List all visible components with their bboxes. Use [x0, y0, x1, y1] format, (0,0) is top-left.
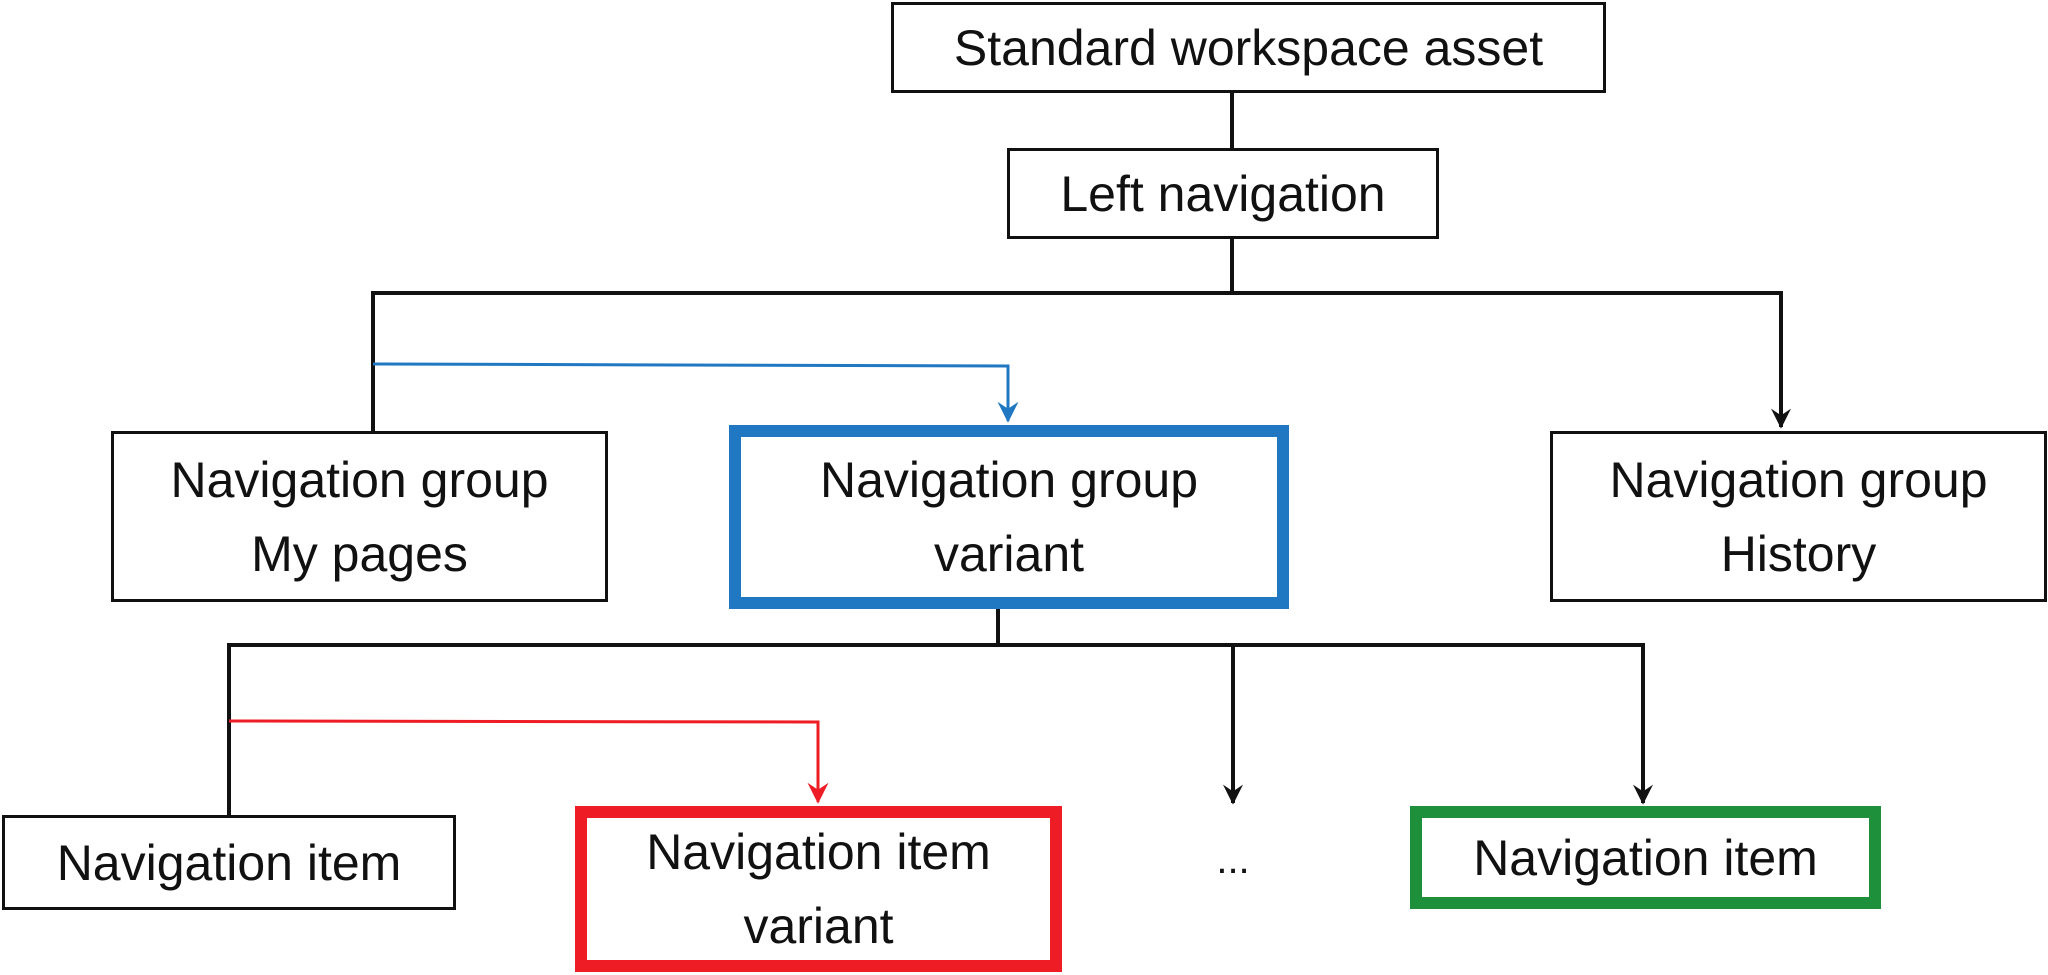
node-left-navigation: Left navigation [1007, 148, 1439, 239]
node-label: Left navigation [1060, 165, 1386, 222]
node-navigation-group-my-pages: Navigation group My pages [111, 431, 608, 602]
node-label-line-2: variant [743, 898, 894, 954]
node-label: Navigation item [1473, 829, 1818, 886]
node-navigation-item: Navigation item [2, 815, 456, 910]
arrow-to-group-variant [372, 362, 1019, 423]
node-label-line-2: History [1720, 525, 1877, 582]
node-label-line-1: Navigation group [170, 451, 549, 508]
node-label-line-1: Navigation item [646, 824, 991, 880]
node-label: Standard workspace asset [953, 19, 1544, 76]
node-label-line-2: My pages [251, 525, 468, 582]
node-navigation-group-variant: Navigation group variant [729, 425, 1289, 609]
node-label: Navigation item [56, 834, 402, 891]
node-navigation-item-variant: Navigation item variant [575, 806, 1062, 972]
node-ellipsis: ... [1216, 838, 1250, 882]
node-label-line-1: Navigation group [1609, 451, 1988, 508]
node-navigation-group-history: Navigation group History [1550, 431, 2047, 602]
arrow-to-item-variant [228, 719, 829, 804]
node-label-line-2: variant [933, 526, 1085, 582]
node-standard-workspace-asset: Standard workspace asset [891, 2, 1606, 93]
node-navigation-item-highlighted: Navigation item [1410, 806, 1881, 909]
node-label-line-1: Navigation group [819, 452, 1199, 508]
